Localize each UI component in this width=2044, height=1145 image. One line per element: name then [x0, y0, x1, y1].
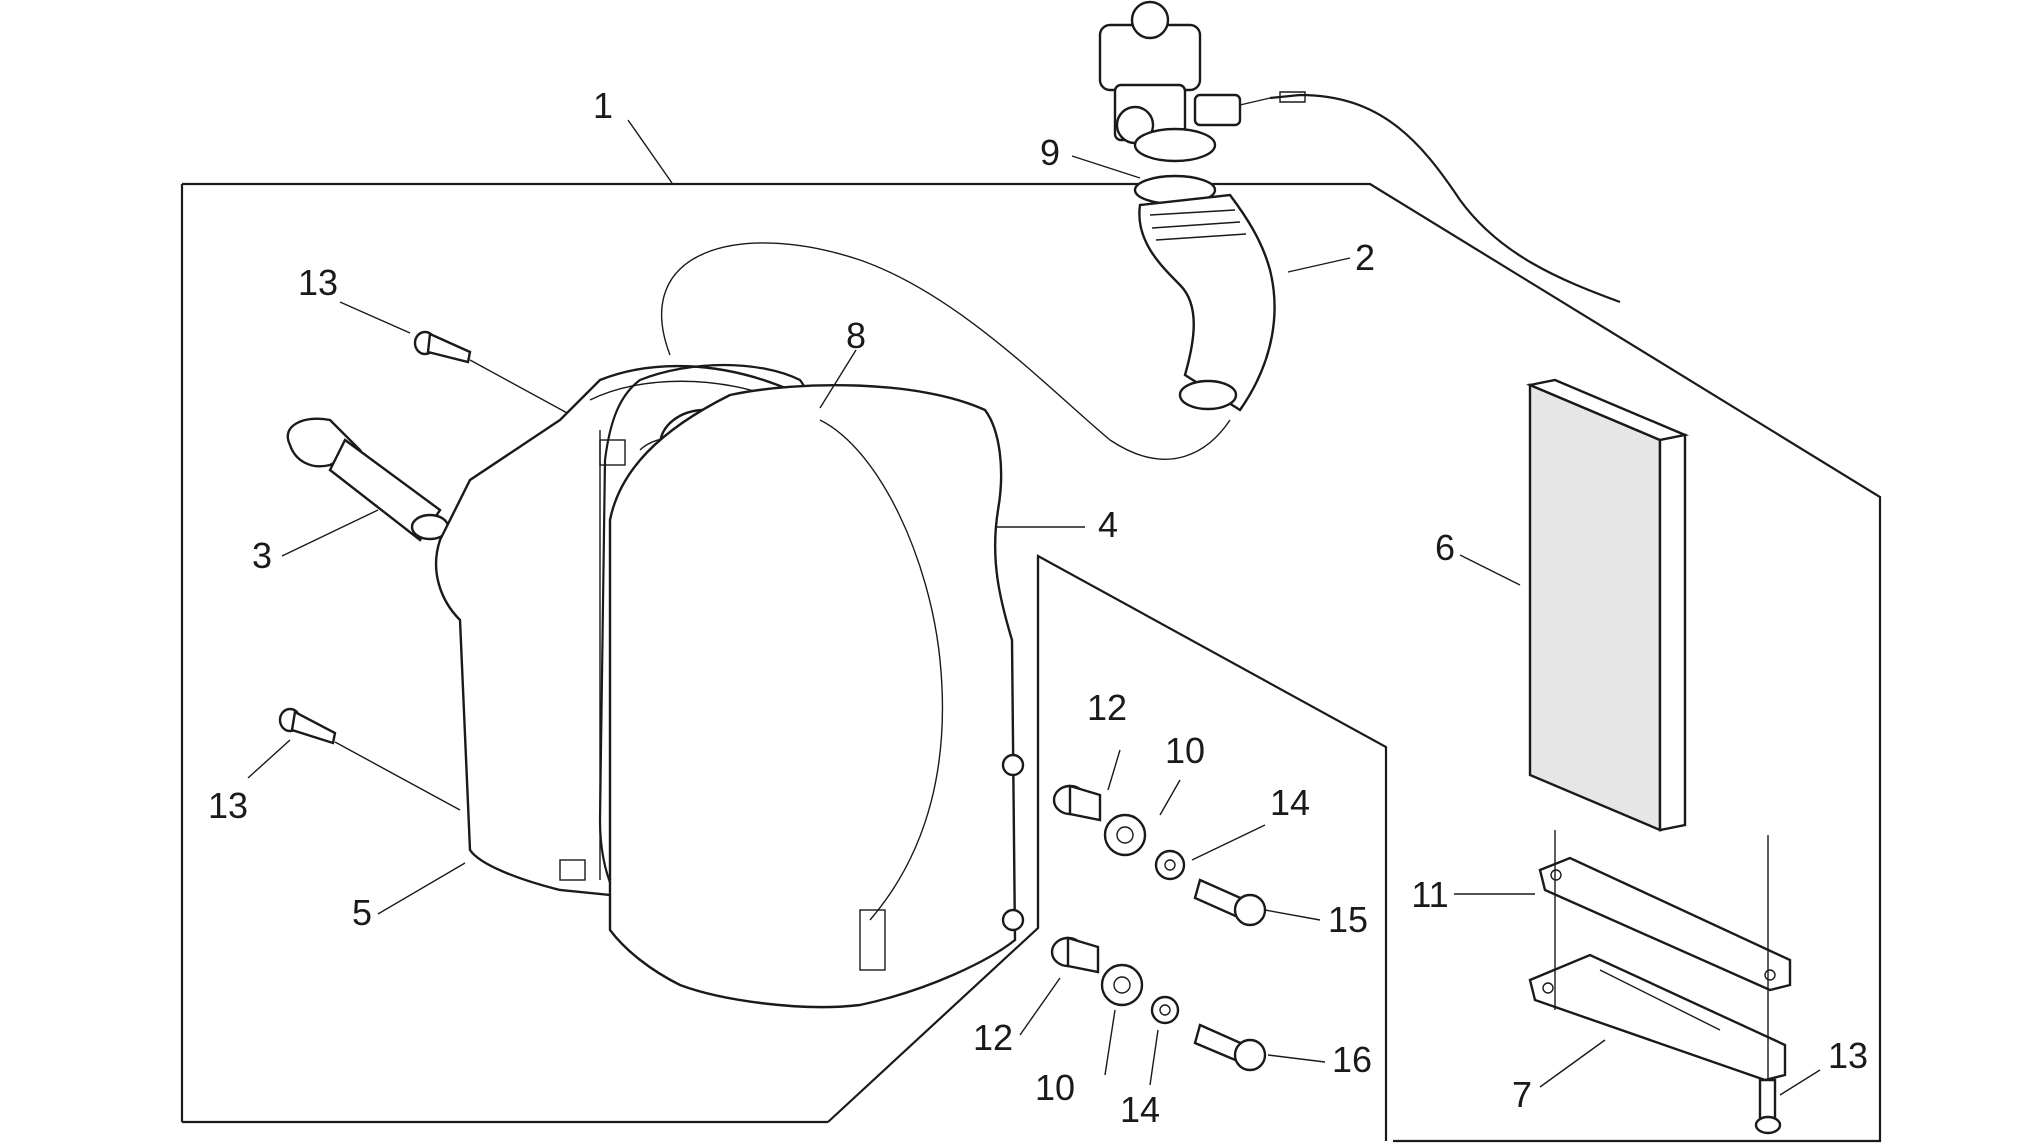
callout-11: 11: [1411, 874, 1448, 915]
callout-3: 3: [252, 535, 272, 576]
callout-8: 8: [846, 315, 866, 356]
leader-lines: [247, 119, 1821, 1096]
filter-element: [1525, 378, 1690, 832]
callout-9: 9: [1040, 132, 1060, 173]
callout-12-upper: 12: [1087, 687, 1127, 728]
bolt-upper: [1193, 878, 1267, 927]
grommet-upper: [1103, 813, 1147, 857]
callout-4: 4: [1098, 504, 1118, 545]
assembly-frame-main: [182, 182, 1882, 1143]
callout-15: 15: [1328, 899, 1368, 940]
callout-labels: 1 2 3 4 5 6 7 8 9 10 10 11 12 12 13 13 1…: [208, 85, 1868, 1130]
callout-10-upper: 10: [1165, 730, 1205, 771]
callout-7: 7: [1512, 1074, 1532, 1115]
grommet-lower: [1100, 963, 1144, 1007]
lid-gasket: [1538, 856, 1792, 992]
screw-lower-left: [278, 707, 337, 745]
callout-10-lower: 10: [1035, 1067, 1075, 1108]
filter-lid: [1528, 953, 1787, 1082]
callout-12-lower: 12: [973, 1017, 1013, 1058]
elbow-hose: [286, 417, 450, 542]
air-box-cover: [608, 383, 1025, 1009]
callout-16: 16: [1332, 1039, 1372, 1080]
intake-sleeve: [1138, 193, 1276, 412]
callout-14-lower: 14: [1120, 1089, 1160, 1130]
callout-5: 5: [352, 892, 372, 933]
screw-bottom-right: [1754, 1078, 1782, 1135]
breather-route: [661, 242, 1231, 460]
callout-1: 1: [593, 85, 613, 126]
callout-2: 2: [1355, 237, 1375, 278]
screw-upper-left: [413, 330, 472, 364]
callout-6: 6: [1435, 527, 1455, 568]
callout-13-lower-left: 13: [208, 785, 248, 826]
washer-lower: [1150, 995, 1180, 1025]
bushing-upper: [1052, 784, 1102, 822]
carburetor: [1098, 0, 1271, 163]
callout-13-upper-left: 13: [298, 262, 338, 303]
bolt-lower: [1193, 1023, 1267, 1072]
callout-13-right: 13: [1828, 1035, 1868, 1076]
washer-upper: [1154, 849, 1186, 881]
throttle-cable: [1269, 93, 1621, 304]
callout-14-upper: 14: [1270, 782, 1310, 823]
bushing-lower: [1050, 936, 1100, 974]
